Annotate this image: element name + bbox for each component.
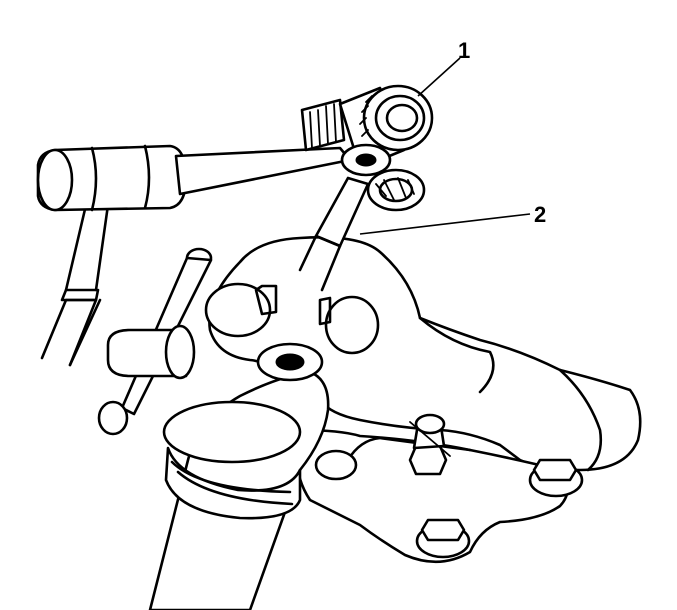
callout-label-2: 2 (534, 202, 546, 227)
vise-handle-left (40, 203, 110, 367)
callout-leader-1 (417, 57, 461, 97)
axle-tube (148, 342, 330, 610)
callout-label-1: 1 (458, 38, 470, 63)
flange-bolt (415, 518, 471, 559)
differential-housing (204, 235, 642, 472)
flange-bolt (528, 458, 584, 498)
callout-leader-2 (359, 213, 531, 235)
pinion-bearing (300, 84, 434, 212)
flange-bolt (314, 449, 358, 481)
fill-plug-bolt (408, 413, 451, 476)
hammer (36, 144, 352, 212)
vise-screw (97, 247, 213, 436)
